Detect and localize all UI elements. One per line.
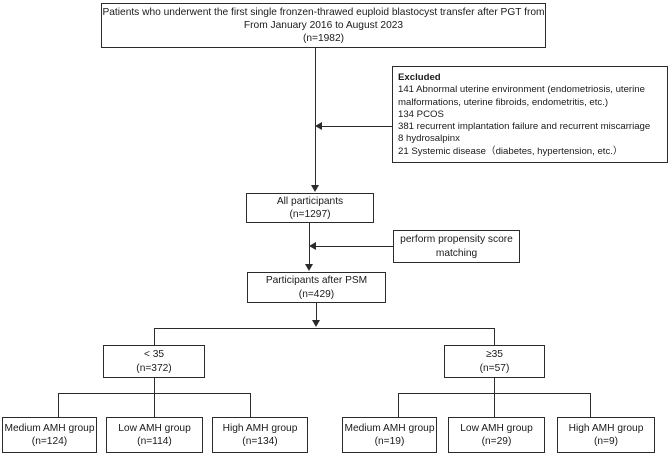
arrow-all-to-psm	[305, 264, 313, 271]
connector-psm-to-split	[316, 303, 317, 322]
node-age-under-35: < 35 (n=372)	[103, 345, 205, 378]
connector-old-to-medium	[398, 393, 399, 417]
node-after-psm: Participants after PSM (n=429)	[247, 272, 386, 303]
node-old-low-amh: Low AMH group (n=29)	[448, 417, 545, 453]
age-young-label: < 35	[143, 349, 165, 361]
young-low-count: (n=114)	[137, 436, 172, 447]
excluded-item-3: 381 recurrent implantation failure and r…	[398, 121, 651, 133]
excluded-item-4: 8 hydrosalpinx	[398, 133, 460, 145]
split-bar-age-groups	[154, 328, 495, 329]
arrow-psm-method-to-trunk	[309, 242, 316, 250]
old-low-label: Low AMH group	[460, 422, 533, 434]
age-old-count: (n=57)	[479, 362, 510, 374]
arrow-excluded-to-trunk	[315, 122, 322, 130]
node-young-low-amh: Low AMH group (n=114)	[106, 417, 203, 453]
arrow-source-to-all	[311, 185, 319, 192]
connector-age-old-to-split	[494, 378, 495, 417]
connector-old-to-high	[590, 393, 591, 417]
node-old-high-amh: High AMH group (n=9)	[557, 417, 655, 453]
node-young-high-amh: High AMH group (n=134)	[212, 417, 308, 453]
after-psm-count: (n=429)	[298, 288, 335, 300]
all-participants-label: All participants	[276, 195, 344, 207]
young-medium-count: (n=124)	[31, 436, 68, 447]
connector-psm-method-to-trunk	[316, 246, 393, 247]
source-line-1: Patients who underwent the first single …	[102, 6, 545, 18]
psm-method-line-2: matching	[435, 247, 478, 259]
source-line-2: From January 2016 to August 2023	[243, 19, 404, 31]
connector-young-to-high	[250, 393, 251, 417]
young-low-label: Low AMH group	[118, 422, 191, 434]
excluded-item-0: 141 Abnormal uterine environment (endome…	[398, 84, 645, 96]
connector-source-to-all	[315, 48, 316, 186]
excluded-heading: Excluded	[398, 72, 441, 83]
node-young-medium-amh: Medium AMH group (n=124)	[2, 417, 97, 453]
connector-split-to-age-young	[154, 328, 155, 345]
old-low-count: (n=29)	[481, 436, 512, 447]
connector-young-to-medium	[58, 393, 59, 417]
all-participants-count: (n=1297)	[289, 209, 331, 220]
age-old-label: ≥35	[486, 349, 503, 361]
excluded-item-2: 134 PCOS	[398, 108, 444, 120]
old-medium-label: Medium AMH group	[344, 422, 435, 434]
young-high-count: (n=134)	[242, 436, 278, 447]
excluded-item-1: malformations, uterine fibroids, endomet…	[398, 96, 609, 108]
old-high-label: High AMH group	[568, 422, 644, 434]
node-old-medium-amh: Medium AMH group (n=19)	[342, 417, 437, 453]
arrow-psm-to-split	[312, 320, 320, 327]
node-source-population: Patients who underwent the first single …	[101, 3, 546, 48]
young-high-label: High AMH group	[222, 422, 298, 434]
source-count: (n=1982)	[302, 33, 345, 45]
split-bar-groups-old	[398, 393, 591, 394]
young-medium-label: Medium AMH group	[4, 422, 95, 434]
node-excluded: Excluded 141 Abnormal uterine environmen…	[392, 66, 668, 163]
excluded-item-5: 21 Systemic disease（diabetes, hypertensi…	[398, 145, 623, 157]
old-medium-count: (n=19)	[374, 436, 405, 447]
connector-age-young-to-split	[154, 378, 155, 417]
node-all-participants: All participants (n=1297)	[246, 193, 374, 223]
node-psm-method: perform propensity score matching	[393, 230, 520, 263]
connector-split-to-age-old	[494, 328, 495, 345]
psm-method-line-1: perform propensity score	[400, 234, 513, 246]
split-bar-groups-young	[58, 393, 251, 394]
old-high-count: (n=9)	[593, 436, 619, 447]
connector-excluded-to-trunk	[322, 126, 392, 127]
after-psm-label: Participants after PSM	[265, 275, 368, 287]
node-age-35-and-over: ≥35 (n=57)	[444, 345, 545, 378]
age-young-count: (n=372)	[136, 362, 172, 374]
